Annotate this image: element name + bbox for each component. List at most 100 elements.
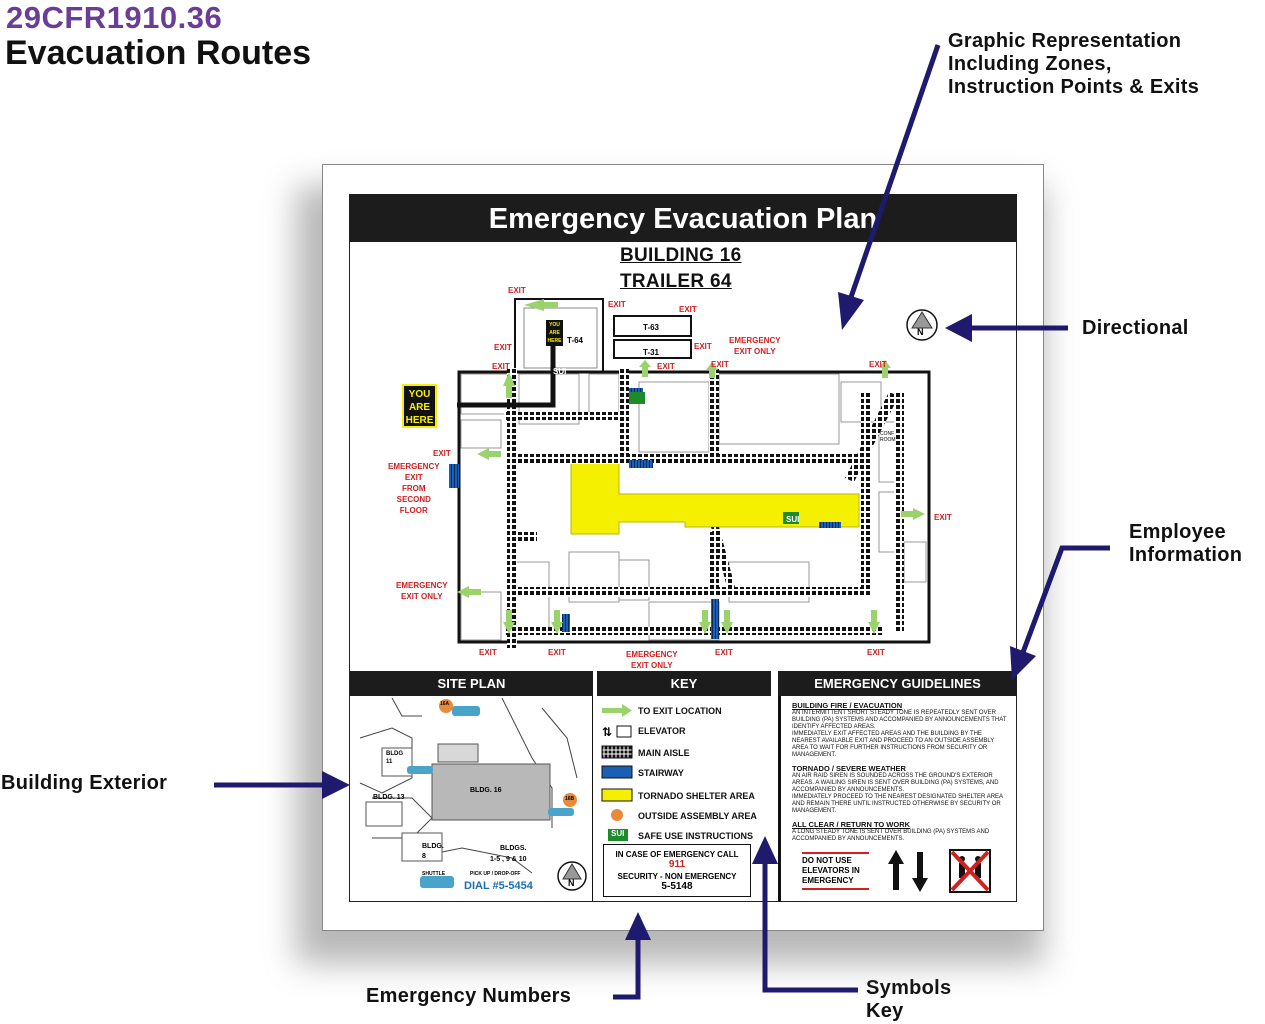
compass-arrow <box>911 311 933 329</box>
t31-label: T-31 <box>643 348 660 357</box>
sui-label-top: SUI <box>553 367 567 376</box>
trailer-t31 <box>613 339 692 359</box>
exit-label-7: EXIT <box>657 362 675 371</box>
callout-graphic-line-2: Including Zones, <box>948 53 1112 75</box>
site-plan-header: SITE PLAN <box>350 671 593 696</box>
second-floor-exit: EMERGENCY EXIT FROM SECOND FLOOR <box>388 461 440 516</box>
key-elevator-box <box>616 725 632 738</box>
sui-box-2 <box>629 392 645 404</box>
conf-line-2: ROOM <box>880 437 896 443</box>
bldg8-line-1: BLDG. <box>422 843 444 850</box>
key-elevator-icon: ⇅ <box>602 725 612 739</box>
site-compass-n: N <box>568 878 575 888</box>
marker-16a-label: 16A <box>440 701 450 707</box>
you-line-1: YOU <box>408 389 431 400</box>
exit-label-10: EXIT <box>934 513 952 522</box>
tornado-title: TORNADO / SEVERE WEATHER <box>792 764 906 773</box>
emergency-number: 911 <box>668 859 686 870</box>
callout-graphic-line-1: Graphic Representation <box>948 30 1182 52</box>
key-item-stairway: STAIRWAY <box>638 768 684 778</box>
site-plan-map <box>359 698 587 891</box>
bldg-annex <box>437 743 479 763</box>
plan-compass-n: N <box>917 327 924 337</box>
trailer-you-line-1: YOU <box>549 322 560 328</box>
callout-numbers: Emergency Numbers <box>366 985 572 1007</box>
key-sui-icon <box>608 829 628 841</box>
fire-line-6: AREA TO WAIT FOR FURTHER INSTRUCTIONS FR… <box>792 745 988 751</box>
site-bldg16-label: BLDG. 16 <box>470 787 502 794</box>
you-line-2: ARE <box>408 402 431 413</box>
key-arrow-icon <box>602 704 632 717</box>
callout-employee-line-2: Information <box>1129 544 1243 566</box>
t64-label: T-64 <box>567 336 584 345</box>
callout-symbols: Symbols Key <box>866 977 951 1023</box>
key-item-exit: TO EXIT LOCATION <box>638 706 722 716</box>
exit-label-4: EXIT <box>494 343 512 352</box>
exit-label-2: EXIT <box>608 300 626 309</box>
key-assembly-icon <box>611 809 623 821</box>
exit-label-14: EXIT <box>867 648 885 657</box>
key-shelter-icon <box>601 788 633 802</box>
shuttle-icon-1 <box>452 706 480 716</box>
eeo2-line-1: EMERGENCY <box>396 581 448 590</box>
emergency-exit-only-3: EMERGENCY EXIT ONLY <box>626 649 678 671</box>
sf-line-4: SECOND <box>396 495 431 504</box>
building-label: BUILDING 16 <box>620 245 742 266</box>
key-stair-icon <box>601 765 633 779</box>
assembly-16b-icon <box>563 793 577 807</box>
guidelines-text: BUILDING FIRE / EVACUATION AN INTERMITTE… <box>792 701 1014 843</box>
no-elevator-symbols <box>888 849 991 893</box>
exit-arrows <box>457 299 925 634</box>
bldg11-line-1: BLDG <box>386 751 403 757</box>
trailer-you-line-3: HERE <box>547 338 562 344</box>
security-label: SECURITY - NON EMERGENCY <box>617 872 737 881</box>
security-number: 5-5148 <box>661 881 693 892</box>
site-bldg8-label: BLDG. 8 <box>422 842 444 862</box>
tornado-line-4: IMMEDIATELY PROCEED TO THE NEAREST DESIG… <box>792 794 1004 800</box>
clear-line-2: ACCOMPANIED BY ANNOUNCEMENTS. <box>792 836 905 842</box>
callout-exterior: Building Exterior <box>1 772 168 794</box>
callout-directional: Directional <box>1082 317 1189 339</box>
elev-warn-line-2: ELEVATORS IN <box>802 866 860 875</box>
exit-label-12: EXIT <box>548 648 566 657</box>
fire-line-5: NEAREST AVAILABLE EXIT AND PROCEED TO AN… <box>792 738 995 744</box>
emergency-exit-only-2: EMERGENCY EXIT ONLY <box>396 580 448 602</box>
site-plan-panel <box>350 696 593 902</box>
exit-label-3: EXIT <box>679 305 697 314</box>
t63-label: T-63 <box>643 323 660 332</box>
sui-label-mid: SUI <box>786 515 800 524</box>
shuttle-icon-2 <box>407 766 433 774</box>
eeo1-line-2: EXIT ONLY <box>734 347 776 356</box>
exit-label-8: EXIT <box>711 360 729 369</box>
bldg16-shape <box>431 763 551 821</box>
diagonal-aisle <box>711 527 735 587</box>
emergency-numbers-box: IN CASE OF EMERGENCY CALL 911 SECURITY -… <box>603 844 751 897</box>
sf-line-1: EMERGENCY <box>388 462 440 471</box>
callout-employee-line-1: Employee <box>1129 521 1226 543</box>
callout-arrow-lines <box>214 44 1110 1000</box>
bldgs-line-2: 1-5 , 9 & 10 <box>490 856 527 863</box>
trailer-t63 <box>613 315 692 337</box>
exit-label-9: EXIT <box>869 360 887 369</box>
tornado-line-6: MANAGEMENT. <box>792 808 837 814</box>
eeo1-line-1: EMERGENCY <box>729 336 781 345</box>
eeo3-line-1: EMERGENCY <box>626 650 678 659</box>
eeo2-line-2: EXIT ONLY <box>401 592 443 601</box>
key-aisle-icon <box>601 745 633 759</box>
callout-graphic-line-3: Instruction Points & Exits <box>948 76 1200 98</box>
eeo3-line-2: EXIT ONLY <box>631 661 673 670</box>
site-compass-arrow <box>562 863 582 880</box>
clear-title: ALL CLEAR / RETURN TO WORK <box>792 820 911 829</box>
assembly-16a-icon <box>439 699 453 713</box>
trailer-label: TRAILER 64 <box>620 271 732 292</box>
trailer-t64-inner <box>523 307 598 369</box>
key-item-shelter: TORNADO SHELTER AREA <box>638 791 755 801</box>
marker-16b-label: 16B <box>565 796 575 802</box>
key-item-elevator: ELEVATOR <box>638 726 686 736</box>
key-symbols: ⇅ <box>601 704 633 841</box>
key-header: KEY <box>597 671 771 696</box>
site-bldg11-label: BLDG 11 <box>386 750 403 766</box>
callout-graphic: Graphic Representation Including Zones, … <box>948 30 1199 99</box>
you-are-here-marker: YOU ARE HERE <box>402 384 437 428</box>
dial-number: DIAL #5-5454 <box>464 880 533 892</box>
